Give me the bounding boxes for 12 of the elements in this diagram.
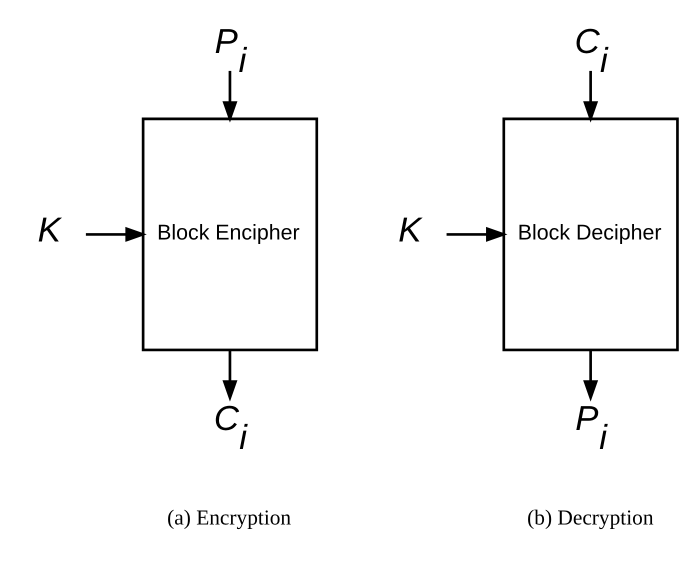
arrow <box>222 70 238 123</box>
node-text: K <box>398 211 422 250</box>
node-box: Block Decipher <box>502 118 679 352</box>
label: (a) Encryption <box>167 506 292 530</box>
arrow <box>583 70 598 123</box>
arrow <box>583 350 598 402</box>
arrow <box>222 350 238 402</box>
node-text: K <box>38 211 61 250</box>
label: (b) Decryption <box>527 506 654 530</box>
node-box: Block Encipher <box>142 118 318 352</box>
arrow <box>86 226 147 242</box>
arrow <box>446 226 508 242</box>
